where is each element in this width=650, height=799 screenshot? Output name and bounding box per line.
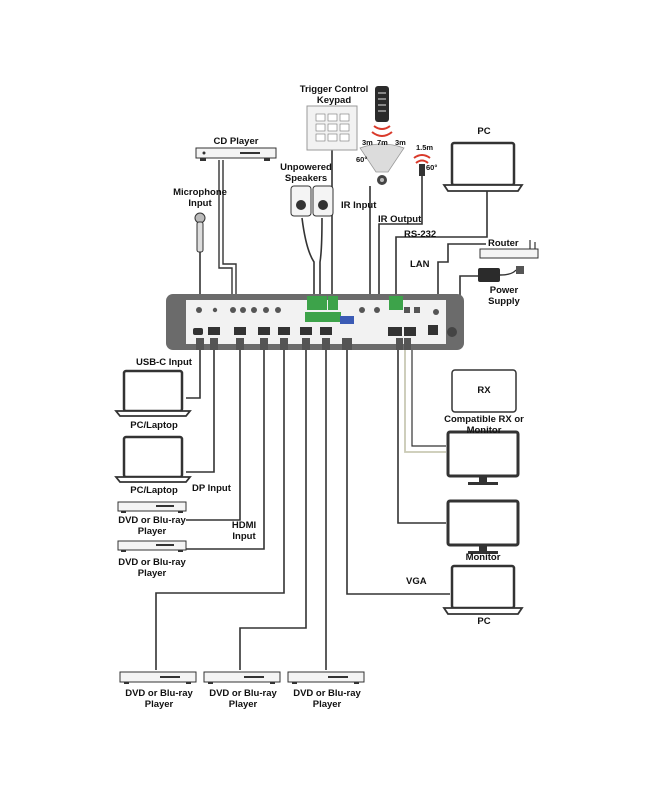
hdbaset-cable-outer bbox=[404, 348, 446, 453]
compatible-monitor-icon bbox=[446, 430, 520, 485]
hdbaset-cable-inner bbox=[411, 348, 446, 447]
label-rs232: RS-232 bbox=[404, 229, 437, 240]
ir-emitter-icon bbox=[413, 154, 431, 176]
cd-player-cable-2 bbox=[222, 160, 237, 302]
ir-output-cable bbox=[378, 176, 423, 300]
trigger-keypad-device bbox=[306, 105, 358, 151]
monitor-icon bbox=[446, 499, 520, 554]
monitor-cable bbox=[397, 348, 446, 524]
ir-dist-4: 1.5m bbox=[416, 143, 433, 152]
dvd-player-5-device bbox=[287, 671, 365, 684]
label-pc-laptop-1: PC/Laptop bbox=[130, 420, 178, 431]
label-cd-player: CD Player bbox=[213, 136, 259, 147]
hdmi-cable-4 bbox=[239, 348, 307, 670]
rs232-cable bbox=[395, 186, 488, 300]
cables bbox=[155, 150, 488, 670]
cables-hdbaset bbox=[404, 348, 446, 453]
hdmi-cable-1 bbox=[186, 348, 241, 521]
vga-cable bbox=[346, 348, 450, 595]
rx-box-device bbox=[451, 369, 517, 413]
ir-range-labels: 3m 7m 3m 60° 1.5m 60° bbox=[356, 138, 437, 172]
ir-dist-2: 7m bbox=[377, 138, 388, 147]
speaker-cable-right bbox=[319, 217, 323, 300]
label-pc-top: PC bbox=[477, 126, 491, 137]
ir-dist-3: 3m bbox=[395, 138, 406, 147]
label-router: Router bbox=[488, 238, 519, 249]
pc-top-laptop-icon bbox=[442, 141, 524, 192]
hdmi-cable-3 bbox=[155, 348, 285, 670]
rs232-terminal bbox=[389, 296, 403, 310]
ir-dist-1: 3m bbox=[362, 138, 373, 147]
speaker-left-icon bbox=[290, 185, 312, 217]
router-icon bbox=[479, 240, 539, 259]
cd-player-cable bbox=[218, 160, 233, 302]
device-bottom-connectors bbox=[196, 338, 411, 350]
label-rx: RX bbox=[477, 385, 491, 396]
label-vga: VGA bbox=[406, 576, 427, 587]
pc-bottom-laptop-icon bbox=[442, 564, 524, 615]
ir-angle-1: 60° bbox=[356, 155, 367, 164]
dvd-player-4-device bbox=[203, 671, 281, 684]
terminal-blocks bbox=[305, 296, 403, 322]
power-cable bbox=[459, 275, 478, 300]
ir-receiver-range-icon bbox=[359, 143, 405, 185]
dvd-player-2-device bbox=[117, 540, 187, 552]
ir-angle-2: 60° bbox=[426, 163, 437, 172]
speaker-terminal-2 bbox=[305, 312, 327, 322]
device-top-ports bbox=[196, 307, 439, 315]
label-usbc-input: USB-C Input bbox=[136, 357, 192, 368]
label-dp-input: DP Input bbox=[192, 483, 231, 494]
keypad-terminal bbox=[328, 296, 338, 310]
dp-cable bbox=[186, 348, 215, 473]
remote-control-icon bbox=[371, 86, 393, 137]
label-pc-laptop-2: PC/Laptop bbox=[130, 485, 178, 496]
hdmi-cable-2 bbox=[186, 348, 265, 550]
label-pc-bottom: PC bbox=[477, 616, 491, 627]
usbc-cable bbox=[186, 348, 201, 399]
pc-laptop-2-icon bbox=[114, 435, 192, 483]
label-monitor: Monitor bbox=[465, 552, 501, 563]
dvd-player-1-device bbox=[117, 501, 187, 513]
cd-player-device bbox=[195, 147, 277, 161]
pc-laptop-1-icon bbox=[114, 369, 192, 417]
main-device bbox=[166, 294, 464, 350]
power-supply-icon bbox=[478, 266, 524, 282]
dvd-player-3-device bbox=[119, 671, 197, 684]
label-ir-input: IR Input bbox=[341, 200, 377, 211]
label-lan: LAN bbox=[410, 259, 430, 270]
speaker-cable-left bbox=[301, 217, 315, 300]
label-ir-output: IR Output bbox=[378, 214, 422, 225]
speaker-right-icon bbox=[312, 185, 334, 217]
microphone-icon bbox=[194, 212, 206, 253]
lan-cable bbox=[437, 243, 486, 300]
keypad-terminal-2 bbox=[327, 312, 341, 322]
device-bottom-ports bbox=[193, 316, 457, 337]
speaker-terminal bbox=[307, 296, 327, 310]
